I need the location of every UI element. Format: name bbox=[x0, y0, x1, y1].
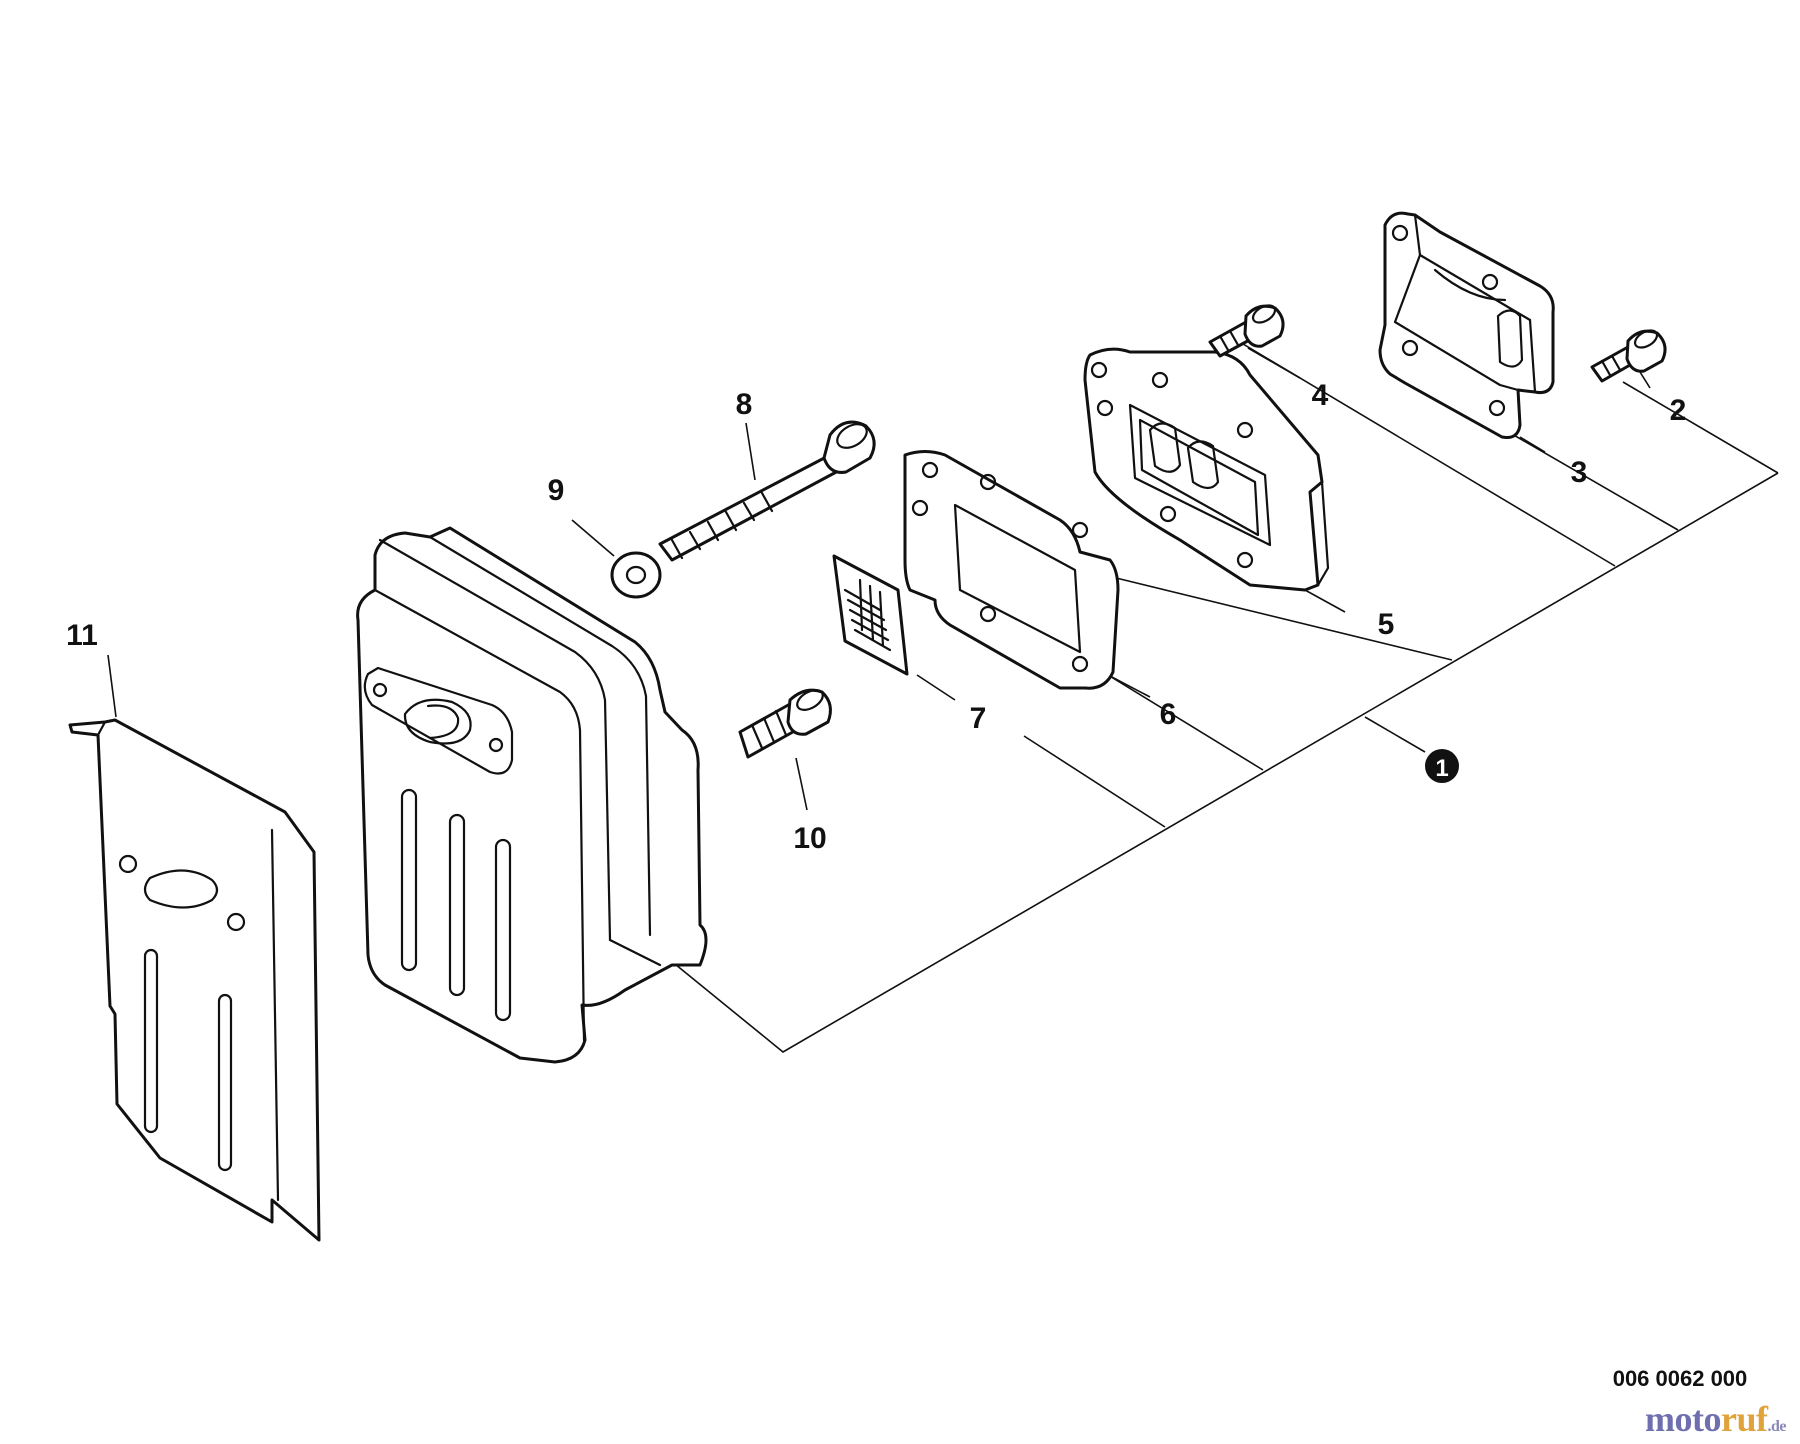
assembly-bracket-lines bbox=[669, 334, 1779, 1053]
exhaust-plate-part bbox=[1083, 347, 1330, 592]
spark-screen-part bbox=[832, 554, 909, 676]
callout-8: 8 bbox=[736, 388, 753, 421]
callout-9: 9 bbox=[548, 474, 565, 507]
assembly-callout-badge: 1 bbox=[1425, 749, 1459, 783]
watermark-accent: ruf bbox=[1721, 1399, 1768, 1439]
callout-numbers: 11 9 8 10 7 6 5 4 3 2 1 bbox=[66, 379, 1686, 855]
callout-leaders bbox=[107, 347, 1651, 811]
callout-11: 11 bbox=[66, 619, 98, 652]
long-bolt-part bbox=[658, 420, 876, 562]
assembly-callout-1: 1 bbox=[1435, 755, 1448, 782]
callout-6: 6 bbox=[1160, 698, 1177, 731]
bracket-part bbox=[1378, 211, 1555, 439]
drawing-number: 006 0062 000 bbox=[1612, 1366, 1748, 1391]
callout-2: 2 bbox=[1670, 394, 1687, 427]
callout-5: 5 bbox=[1378, 608, 1395, 641]
callout-7: 7 bbox=[970, 702, 987, 735]
screw-left-part bbox=[1208, 304, 1285, 358]
callout-3: 3 bbox=[1571, 456, 1588, 489]
watermark-logo: motoruf.de bbox=[1645, 1398, 1786, 1440]
watermark-tld: .de bbox=[1767, 1418, 1787, 1435]
screw-right-part bbox=[1590, 329, 1667, 383]
muffler-gasket-part bbox=[903, 450, 1120, 690]
watermark-main: moto bbox=[1645, 1399, 1721, 1439]
callout-4: 4 bbox=[1312, 379, 1329, 412]
washer-part bbox=[610, 551, 662, 599]
short-bolt-part bbox=[738, 688, 832, 759]
callout-10: 10 bbox=[793, 822, 826, 855]
heat-shield-part bbox=[68, 718, 321, 1242]
muffler-body-part bbox=[356, 526, 708, 1064]
